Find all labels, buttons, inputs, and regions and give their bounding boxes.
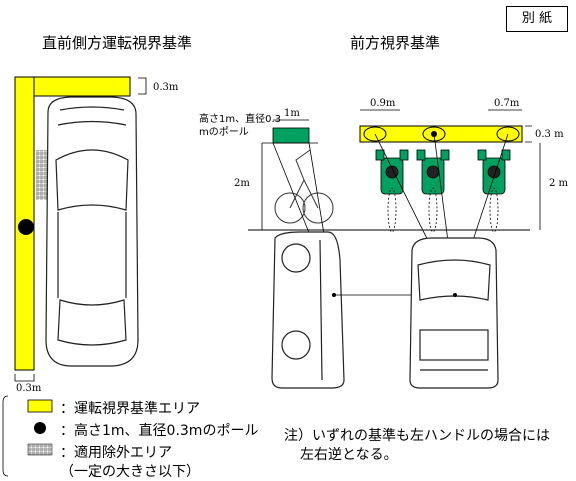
cyclist-side xyxy=(274,149,334,224)
pole-label-line2: mのポール xyxy=(199,127,249,138)
pole-side xyxy=(272,127,310,144)
pole-marker xyxy=(18,219,34,235)
annex-badge: 別 紙 xyxy=(506,6,568,32)
cyclist-front-center xyxy=(416,149,450,195)
car-top-view xyxy=(45,96,139,367)
legend-hatch-swatch xyxy=(27,443,53,456)
dim-07-label: 0.7m xyxy=(494,98,520,109)
pole-width-label: 1m xyxy=(284,108,300,119)
legend-yellow-swatch xyxy=(27,399,53,413)
cyclist-front-right xyxy=(477,149,511,195)
dim-bottom-label: 0.3m xyxy=(16,383,42,394)
left-top-view xyxy=(14,76,147,382)
legend-graphics xyxy=(2,395,53,477)
legend-pole-label: ：高さ1m、直径0.3mのポール xyxy=(60,423,259,439)
right-diagram-title: 前方視界基準 xyxy=(350,34,441,52)
pole-label-line1: 高さ1m、直径0.3 xyxy=(199,114,282,125)
dim-09-label: 0.9m xyxy=(370,98,396,109)
cyclist-front-left xyxy=(375,149,409,195)
dim-03-label: 0.3 m xyxy=(535,129,564,140)
car-front-view xyxy=(409,237,499,389)
legend-pole-icon xyxy=(34,422,46,434)
dim-top-label: 0.3m xyxy=(153,82,179,93)
dim-left-2m-label: 2m xyxy=(234,178,250,189)
yellow-bar xyxy=(359,125,523,143)
left-diagram-title: 直前側方運転視界基準 xyxy=(42,34,193,52)
legend-excluded-label: ：適用除外エリア xyxy=(60,445,172,461)
front-view xyxy=(359,109,541,389)
note-line2: 左右逆となる。 xyxy=(300,447,398,463)
dim-right-2m-label: 2 m xyxy=(549,178,569,189)
legend-excluded-sub: （一定の大きさ以下） xyxy=(60,464,200,480)
legend-yellow-label: ：運転視界基準エリア xyxy=(60,401,200,417)
note-line1: 注）いずれの基準も左ハンドルの場合には xyxy=(284,428,550,444)
